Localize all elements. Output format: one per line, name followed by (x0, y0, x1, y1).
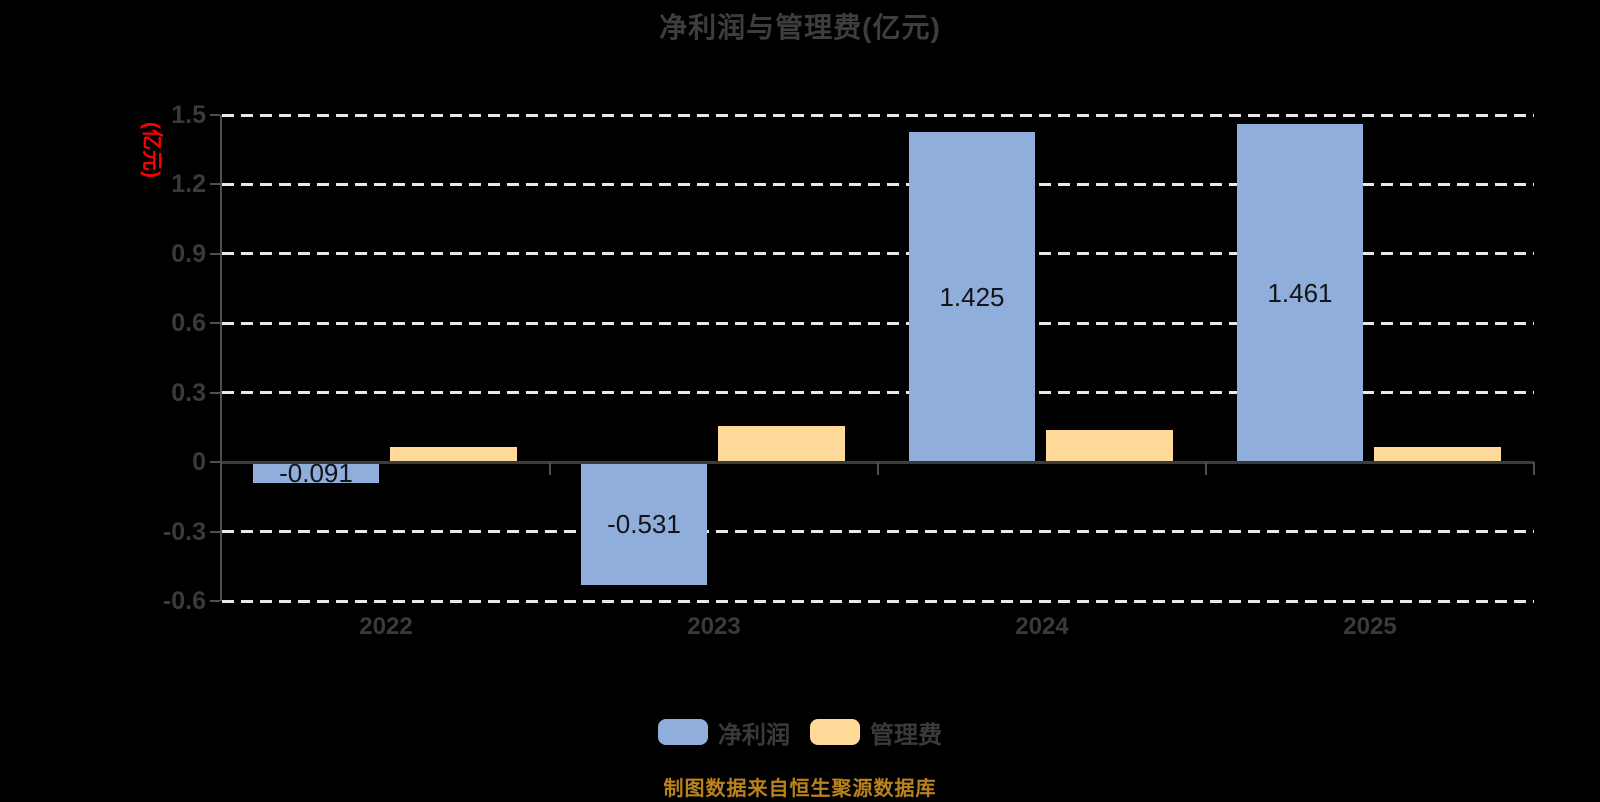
legend: 净利润 管理费 (0, 715, 1600, 750)
bar-management-fee-2025 (1374, 447, 1501, 463)
gridline (222, 252, 1534, 256)
y-tick-label: -0.6 (162, 587, 206, 615)
gridline (222, 113, 1534, 117)
bar-net-profit-2023: -0.531 (581, 463, 707, 586)
x-axis-label-2024: 2024 (1015, 613, 1069, 640)
y-tick (210, 252, 220, 255)
x-tick (549, 462, 551, 475)
legend-label-management-fee: 管理费 (870, 721, 942, 749)
gridline (222, 321, 1534, 325)
y-tick (210, 600, 220, 602)
y-tick (210, 530, 220, 533)
bar-management-fee-2024 (1046, 429, 1173, 463)
bar-management-fee-2022 (390, 447, 517, 463)
plot-area: 1.5 1.2 0.9 0.6 0.3 0 -0.3 -0.6 -0.091 2022 -0.531… (163, 101, 1535, 640)
bar-management-fee-2023 (718, 426, 845, 463)
y-axis-line (220, 115, 222, 601)
y-tick (210, 183, 220, 186)
gridline (222, 530, 1534, 534)
legend-swatch-management-fee (810, 719, 860, 745)
bar-net-profit-2022: -0.091 (253, 458, 379, 488)
legend-item-management-fee[interactable]: 管理费 (810, 715, 942, 750)
bar-net-profit-2025: 1.461 (1237, 124, 1363, 463)
x-tick (877, 462, 879, 475)
x-axis-label-2022: 2022 (359, 613, 413, 640)
x-tick (1205, 462, 1207, 475)
bar-value-label: -0.531 (607, 508, 681, 539)
data-source-note: 制图数据来自恒生聚源数据库 (663, 778, 937, 800)
gridline (222, 599, 1534, 603)
legend-item-net-profit[interactable]: 净利润 (658, 715, 790, 750)
gridline (222, 391, 1534, 395)
y-tick-label: 0.3 (171, 378, 206, 407)
legend-swatch-net-profit (658, 719, 708, 745)
y-tick (210, 391, 220, 394)
x-axis-label-2023: 2023 (687, 613, 741, 640)
y-tick (210, 322, 220, 325)
y-tick (210, 461, 220, 464)
bar-value-label: 1.425 (939, 281, 1005, 312)
y-tick-label: 0.6 (171, 309, 206, 338)
y-tick-label: 1.5 (171, 101, 206, 129)
bar-net-profit-2024: 1.425 (909, 132, 1035, 463)
legend-label-net-profit: 净利润 (718, 721, 790, 749)
chart-title: 净利润与管理费(亿元) (659, 12, 941, 43)
y-tick-label: -0.3 (162, 517, 206, 546)
gridline (222, 182, 1534, 186)
y-tick-label: 1.2 (171, 170, 206, 199)
y-tick (210, 114, 220, 116)
y-tick-label: 0 (192, 448, 206, 477)
x-axis-label-2025: 2025 (1343, 613, 1397, 640)
x-tick (1533, 462, 1535, 475)
y-tick-label: 0.9 (171, 239, 206, 268)
bar-value-label: 1.461 (1267, 277, 1333, 308)
